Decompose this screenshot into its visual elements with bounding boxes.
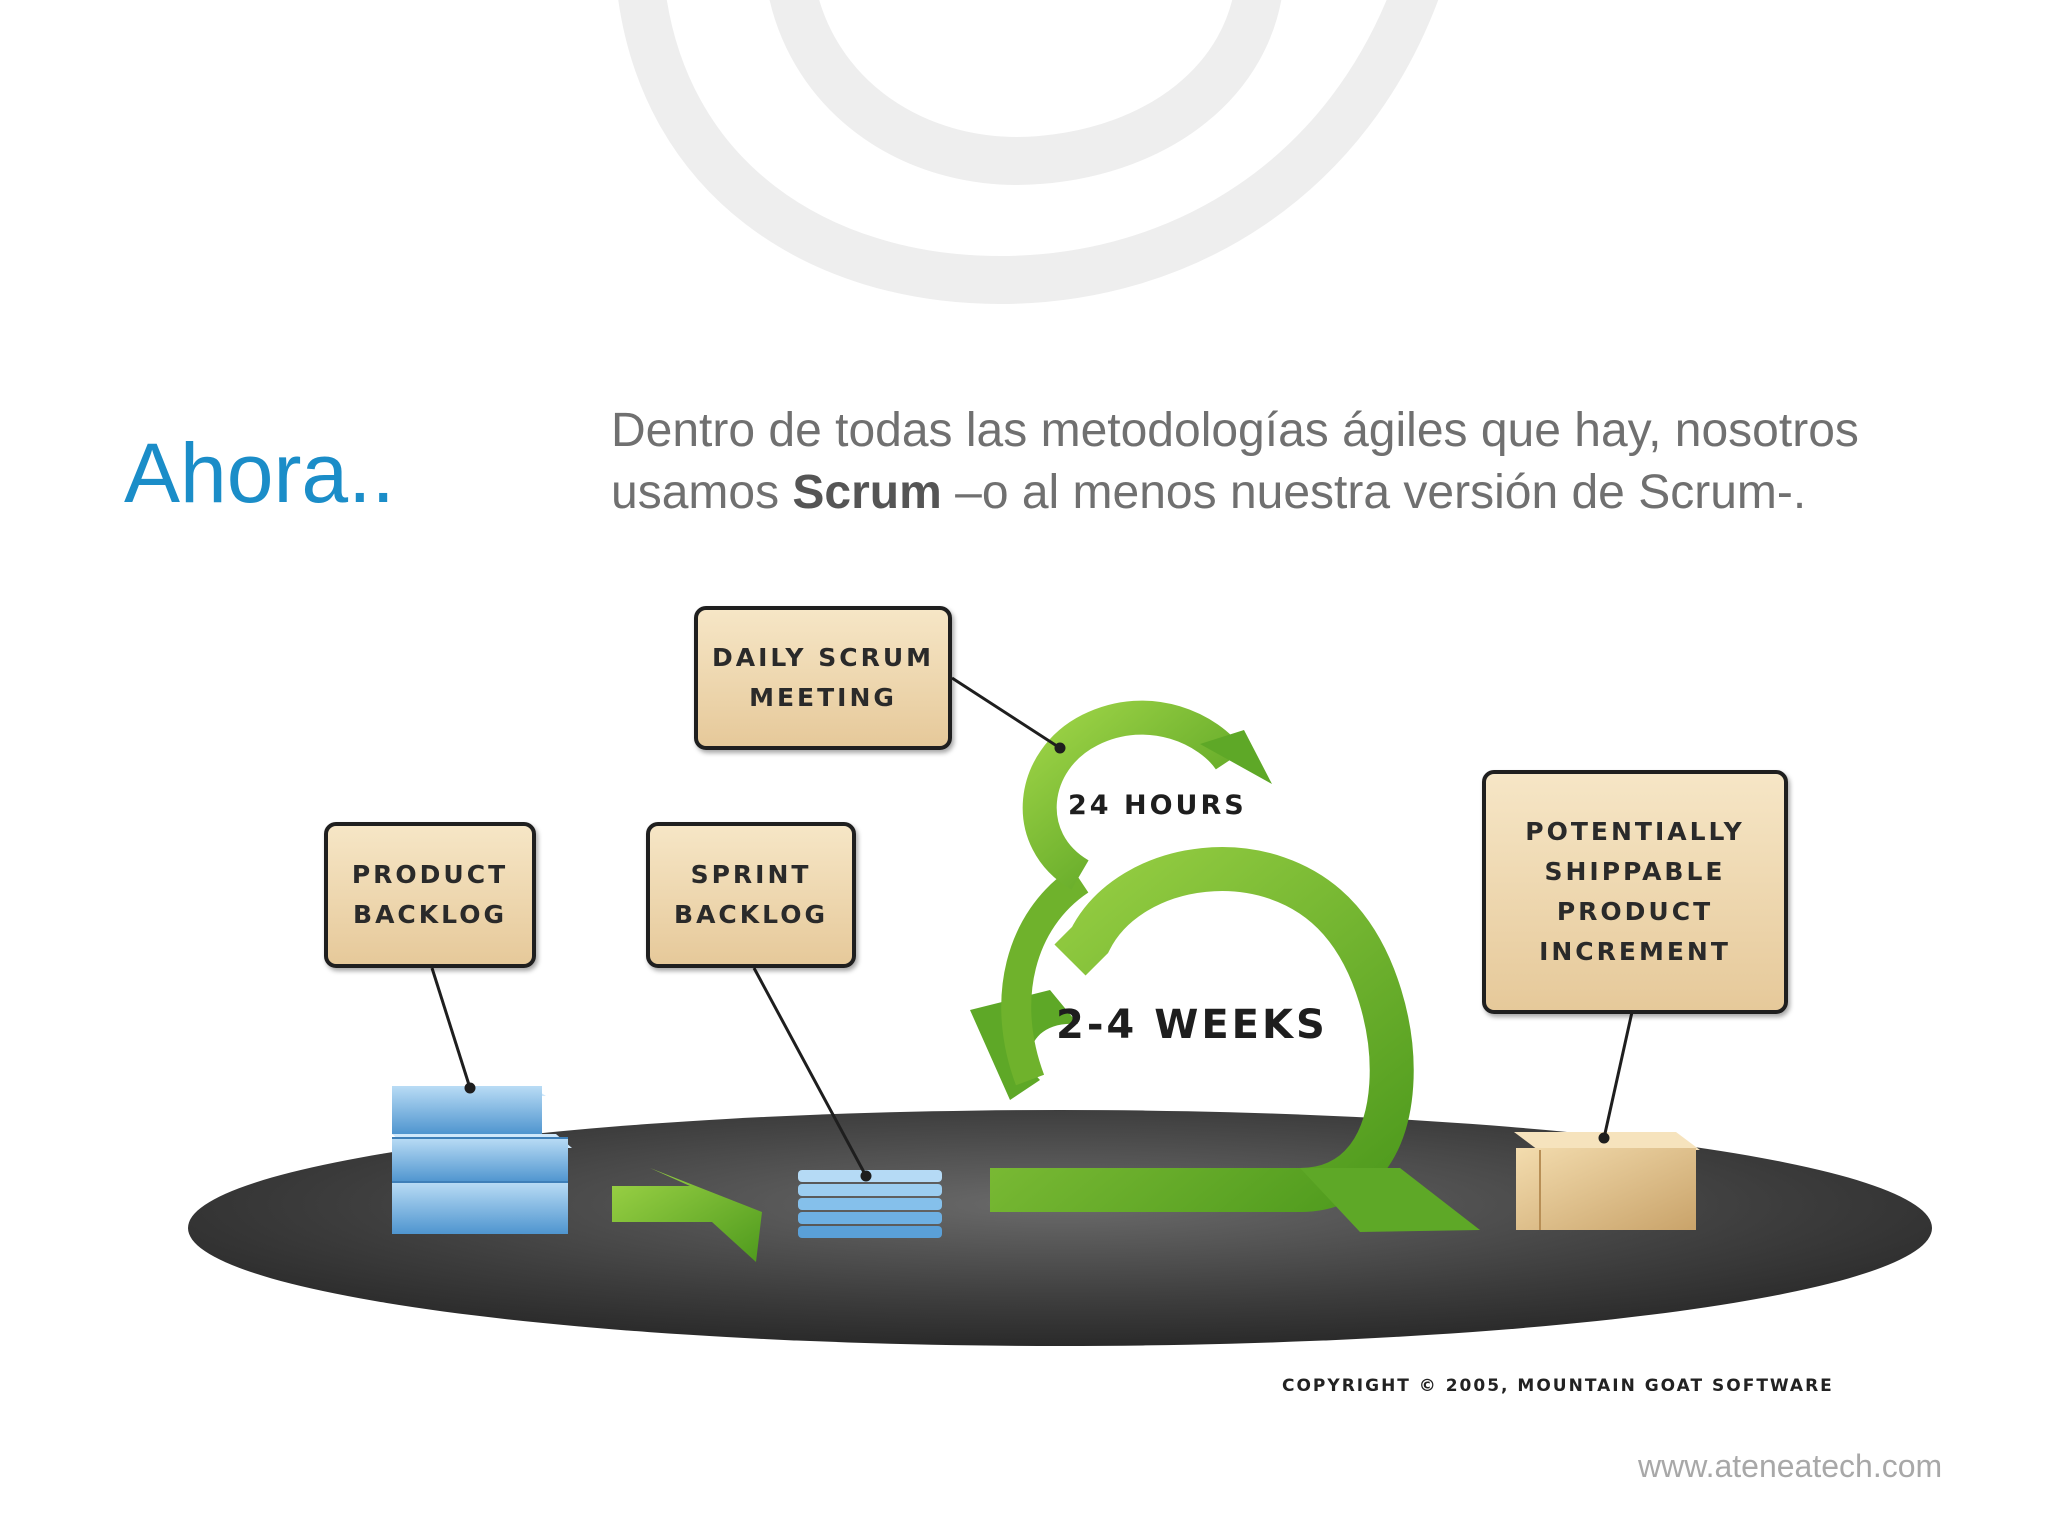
website-url: www.ateneatech.com	[1638, 1448, 1943, 1484]
slide-title: Ahora..	[124, 426, 395, 520]
product-backlog-line-2: Backlog	[353, 900, 507, 929]
product-backlog-stack-icon	[392, 1086, 572, 1234]
increment-line-1: Potentially	[1525, 817, 1745, 846]
flow-arrow-icon	[612, 1168, 762, 1262]
intro-text-before: Dentro de todas las metodologías ágiles …	[611, 404, 1859, 519]
sprint-backlog-stack-icon	[798, 1170, 942, 1238]
weeks-label: 2-4 Weeks	[1056, 1002, 1328, 1048]
daily-scrum-line-1: Daily Scrum	[711, 643, 935, 672]
connector-daily	[951, 676, 1061, 750]
connector-increment	[1602, 1011, 1634, 1139]
logo-watermark-icon	[618, 0, 1439, 305]
increment-line-4: Increment	[1539, 937, 1731, 966]
hours-label: 24 Hours	[1068, 790, 1247, 821]
intro-text-bold: Scrum	[792, 466, 942, 519]
daily-scrum-box: Daily Scrum Meeting	[694, 606, 952, 750]
connector-product	[430, 967, 472, 1089]
increment-box: Potentially Shippable Product Increment	[1482, 770, 1788, 1014]
copyright-notice: Copyright © 2005, Mountain Goat Software	[1282, 1376, 1834, 1396]
sprint-cycle-arrow-icon	[970, 847, 1480, 1232]
platform-ellipse	[188, 1110, 1932, 1346]
sprint-backlog-line-1: Sprint	[690, 860, 812, 889]
product-backlog-box: Product Backlog	[324, 822, 536, 968]
daily-cycle-arrow-icon	[1022, 700, 1272, 890]
sprint-backlog-box: Sprint Backlog	[646, 822, 856, 968]
connector-sprint	[752, 967, 868, 1177]
increment-line-3: Product	[1556, 897, 1714, 926]
intro-paragraph: Dentro de todas las metodologías ágiles …	[611, 400, 1871, 524]
shippable-product-box-icon	[1514, 1132, 1700, 1230]
intro-text-after: –o al menos nuestra versión de Scrum-.	[941, 466, 1807, 519]
sprint-backlog-line-2: Backlog	[674, 900, 828, 929]
product-backlog-line-1: Product	[351, 860, 509, 889]
increment-line-2: Shippable	[1544, 857, 1726, 886]
daily-scrum-line-2: Meeting	[749, 683, 897, 712]
